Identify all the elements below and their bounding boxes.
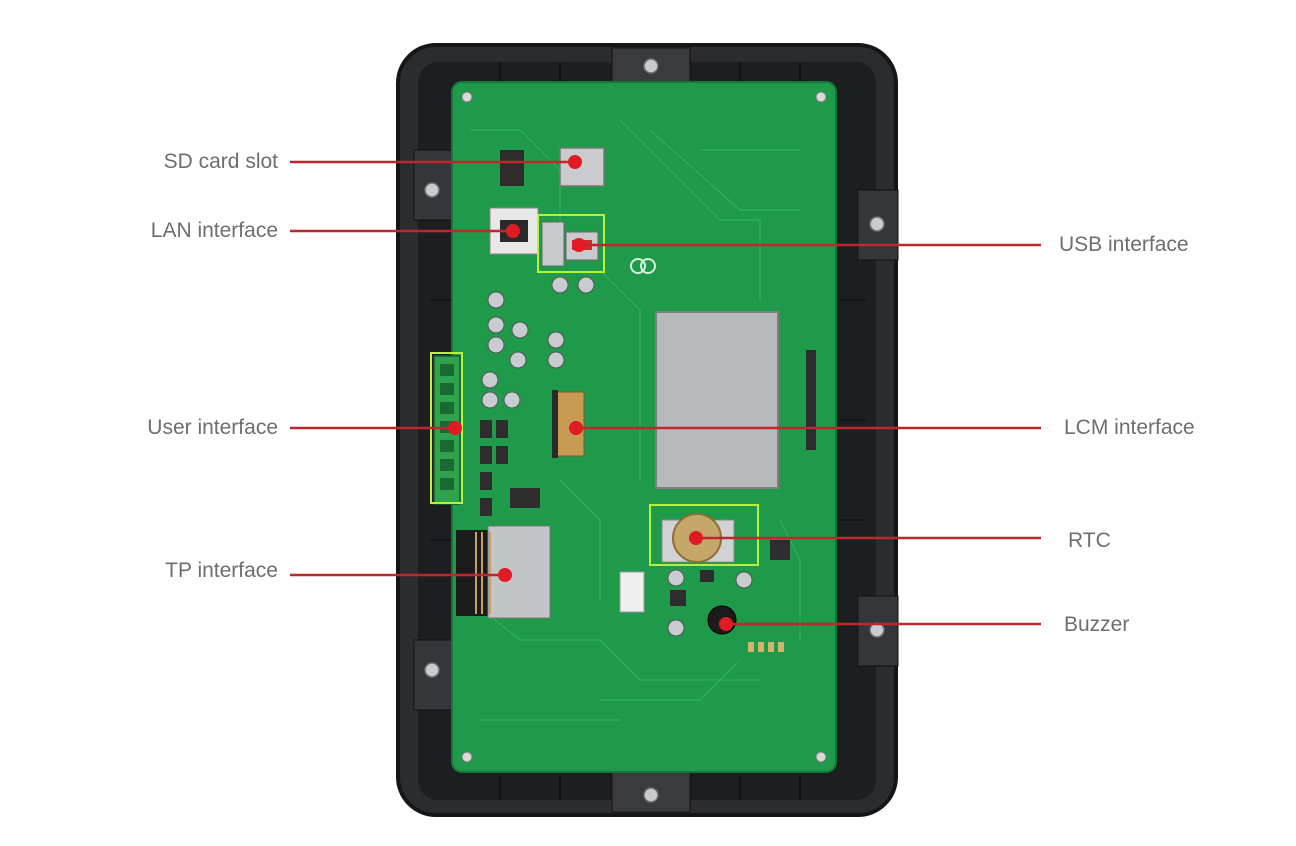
label-sd-card-slot: SD card slot [163,150,278,173]
callout-dot-tp [498,568,512,582]
callout-dot-rtc [689,531,703,545]
label-buzzer: Buzzer [1064,613,1130,636]
rtc-highlight-box [649,504,759,566]
screws [424,58,885,803]
callout-dot-usb [572,238,586,252]
label-rtc: RTC [1068,529,1111,552]
callout-dot-sd [568,155,582,169]
usb-highlight-box [537,214,605,273]
label-lan-interface: LAN interface [150,219,278,242]
callout-lines [290,160,1041,626]
callout-dot-user [448,421,462,435]
callout-dot-lan [506,224,520,238]
callout-dot-lcm [569,421,583,435]
label-user-interface: User interface [147,416,278,439]
callout-dots [448,155,733,631]
label-lcm-interface: LCM interface [1064,416,1195,439]
label-tp-interface: TP interface [165,559,278,582]
label-usb-interface: USB interface [1059,233,1189,256]
callout-dot-buzzer [719,617,733,631]
